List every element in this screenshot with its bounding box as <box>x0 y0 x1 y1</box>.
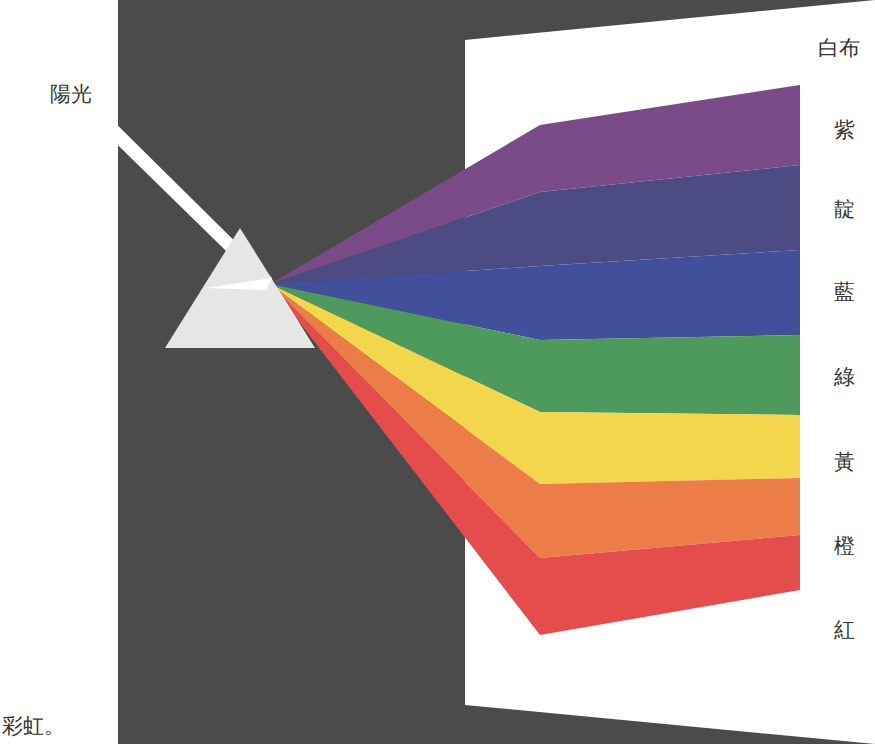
color-label: 紅 <box>834 618 855 643</box>
color-label: 靛 <box>834 197 855 222</box>
color-label: 綠 <box>834 365 855 390</box>
color-label: 黃 <box>834 450 855 475</box>
spectrum-band <box>270 284 800 635</box>
color-label: 紫 <box>834 118 855 143</box>
color-label: 橙 <box>834 534 855 559</box>
cloth-label: 白布 <box>818 36 860 61</box>
color-label: 藍 <box>834 280 855 305</box>
spectrum-bands <box>270 85 800 635</box>
caption-fragment: 彩虹。 <box>2 714 65 739</box>
beam-in-prism <box>205 278 272 290</box>
spectrum-band <box>270 85 800 284</box>
sunlight-label: 陽光 <box>50 82 92 107</box>
dark-background <box>118 0 875 744</box>
spectrum-band <box>270 284 800 558</box>
prism <box>165 228 315 348</box>
